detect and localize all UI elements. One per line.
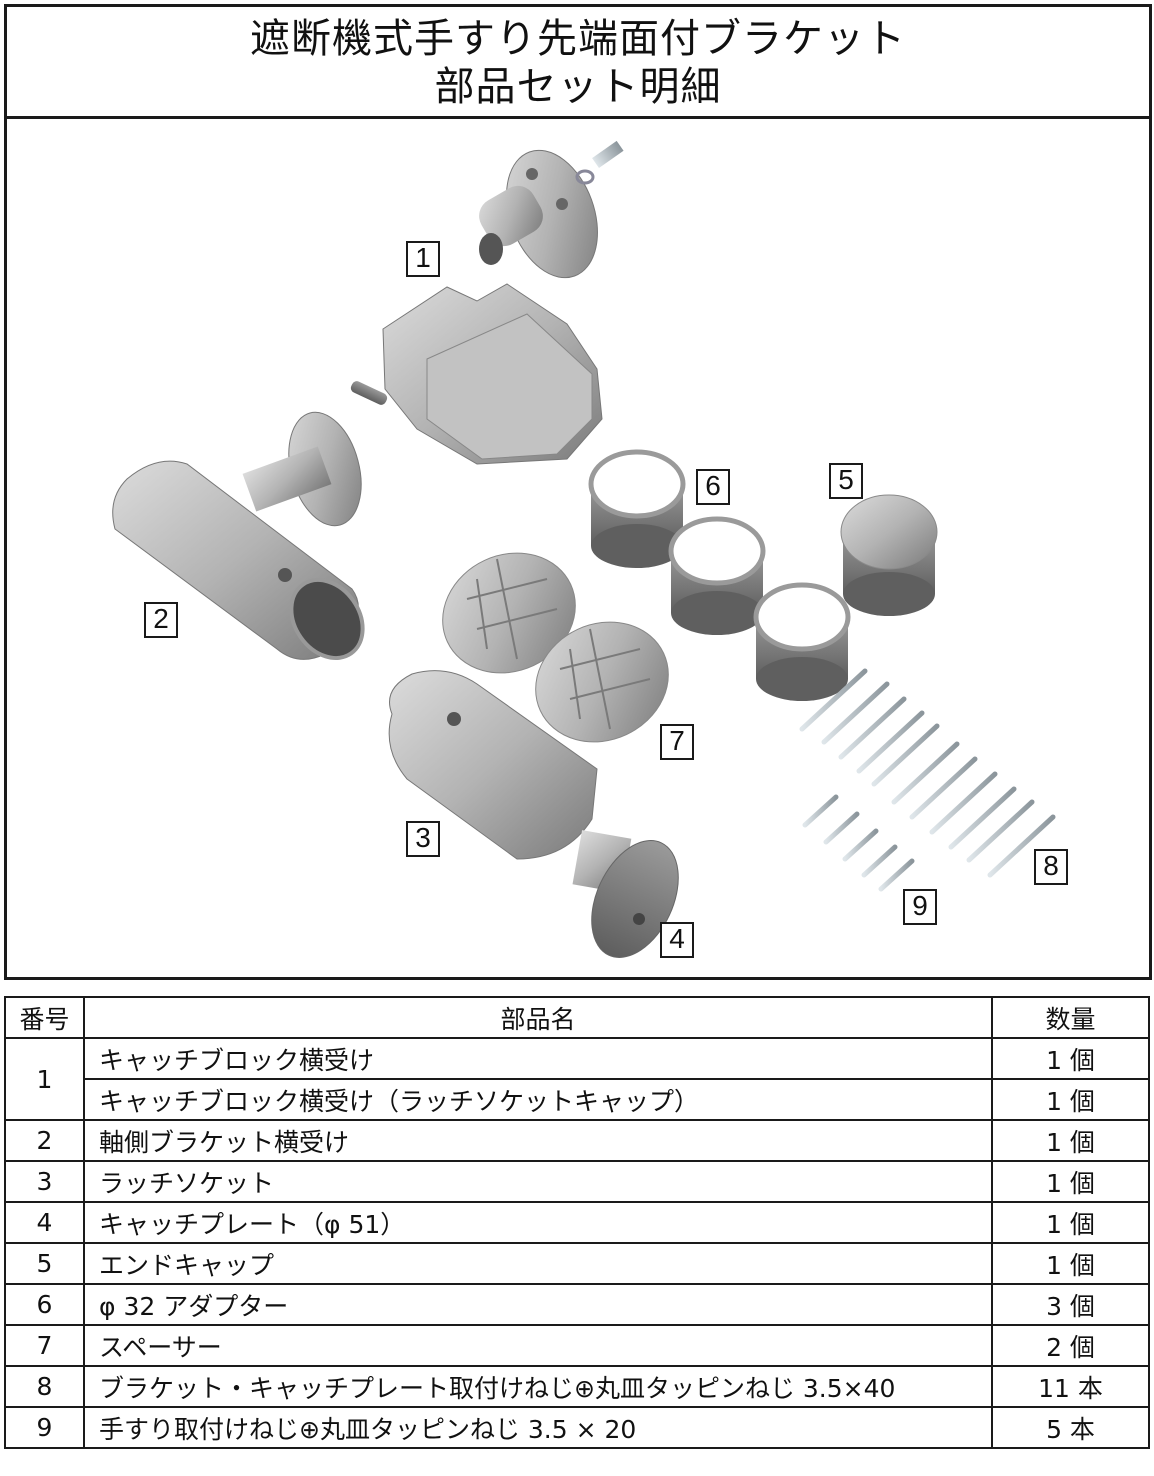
table-row: 4 キャッチプレート（φ 51） 1 個: [4, 1201, 1150, 1244]
table-row: 2 軸側ブラケット横受け 1 個: [4, 1119, 1150, 1162]
header-quantity: 数量: [991, 996, 1150, 1039]
part-1-catch-block: [350, 140, 624, 465]
part-2-shaft-bracket: [112, 411, 365, 660]
part-7-spacers: [442, 552, 669, 743]
page-subtitle: 部品セット明細: [434, 64, 722, 110]
row-part-name: スペーサー: [83, 1324, 993, 1367]
page-title: 遮断機式手すり先端面付ブラケット: [250, 16, 906, 62]
row-quantity: 11 本: [991, 1365, 1150, 1408]
header-part-name: 部品名: [83, 996, 993, 1039]
callout-7: 7: [660, 724, 694, 760]
part-9-short-screws: [802, 794, 915, 892]
table-row: 7 スペーサー 2 個: [4, 1324, 1150, 1367]
row-part-name: 手すり取付けねじ⊕丸皿タッピンねじ 3.5 × 20: [83, 1406, 993, 1449]
header-number: 番号: [4, 996, 85, 1039]
row-quantity: 2 個: [991, 1324, 1150, 1367]
callout-5: 5: [829, 463, 863, 499]
row-number: 4: [4, 1201, 85, 1244]
row-number: 8: [4, 1365, 85, 1408]
row-quantity: 1 個: [991, 1037, 1150, 1080]
row-number: 1: [4, 1037, 85, 1121]
exploded-parts-illustration: 1 2 3 4 5 6 7 8 9: [7, 119, 1149, 977]
table-row: 6 φ 32 アダプター 3 個: [4, 1283, 1150, 1326]
row-part-name: ラッチソケット: [83, 1160, 993, 1203]
callout-4: 4: [660, 922, 694, 958]
part-8-long-screws: [799, 668, 1056, 878]
callout-2: 2: [144, 602, 178, 638]
row-part-name: ブラケット・キャッチプレート取付けねじ⊕丸皿タッピンねじ 3.5×40: [83, 1365, 993, 1408]
row-quantity: 1 個: [991, 1201, 1150, 1244]
row-quantity: 3 個: [991, 1283, 1150, 1326]
row-quantity: 5 本: [991, 1406, 1150, 1449]
row-part-name: エンドキャップ: [83, 1242, 993, 1285]
table-header-row: 番号 部品名 数量: [4, 996, 1150, 1039]
callout-1: 1: [406, 241, 440, 277]
row-number: 3: [4, 1160, 85, 1203]
table-row: 5 エンドキャップ 1 個: [4, 1242, 1150, 1285]
row-part-name: キャッチプレート（φ 51）: [83, 1201, 993, 1244]
row-part-name: φ 32 アダプター: [83, 1283, 993, 1326]
title-block: 遮断機式手すり先端面付ブラケット 部品セット明細: [7, 7, 1149, 119]
row-part-name: 軸側ブラケット横受け: [83, 1119, 993, 1162]
row-quantity: 1 個: [991, 1160, 1150, 1203]
part-5-end-cap: [840, 494, 938, 616]
part-3-latch-socket: [388, 670, 598, 860]
row-number: 6: [4, 1283, 85, 1326]
table-row: 8 ブラケット・キャッチプレート取付けねじ⊕丸皿タッピンねじ 3.5×40 11…: [4, 1365, 1150, 1408]
table-row: 1 キャッチブロック横受け 1 個: [4, 1037, 1150, 1121]
row-number: 9: [4, 1406, 85, 1449]
part-4-catch-plate: [572, 830, 679, 958]
row-number: 5: [4, 1242, 85, 1285]
row-number: 7: [4, 1324, 85, 1367]
row-quantity: 1 個: [991, 1078, 1150, 1121]
callout-8: 8: [1034, 849, 1068, 885]
row-part-name: キャッチブロック横受け（ラッチソケットキャップ）: [83, 1078, 993, 1121]
table-row: 3 ラッチソケット 1 個: [4, 1160, 1150, 1203]
parts-diagram-frame: 遮断機式手すり先端面付ブラケット 部品セット明細: [4, 4, 1152, 980]
row-quantity: 1 個: [991, 1242, 1150, 1285]
parts-illustration-svg: [112, 140, 1056, 958]
table-row: キャッチブロック横受け（ラッチソケットキャップ） 1 個: [5, 1078, 1150, 1121]
callout-3: 3: [406, 821, 440, 857]
row-quantity: 1 個: [991, 1119, 1150, 1162]
callout-6: 6: [696, 469, 730, 505]
table-row: 9 手すり取付けねじ⊕丸皿タッピンねじ 3.5 × 20 5 本: [4, 1406, 1150, 1449]
part-6-adapters: [588, 449, 851, 701]
row-part-name: キャッチブロック横受け: [83, 1037, 993, 1080]
parts-list-table: 番号 部品名 数量 1 キャッチブロック横受け 1 個 キャッチブロック横受け（…: [4, 996, 1150, 1449]
row-number: 2: [4, 1119, 85, 1162]
callout-9: 9: [903, 889, 937, 925]
